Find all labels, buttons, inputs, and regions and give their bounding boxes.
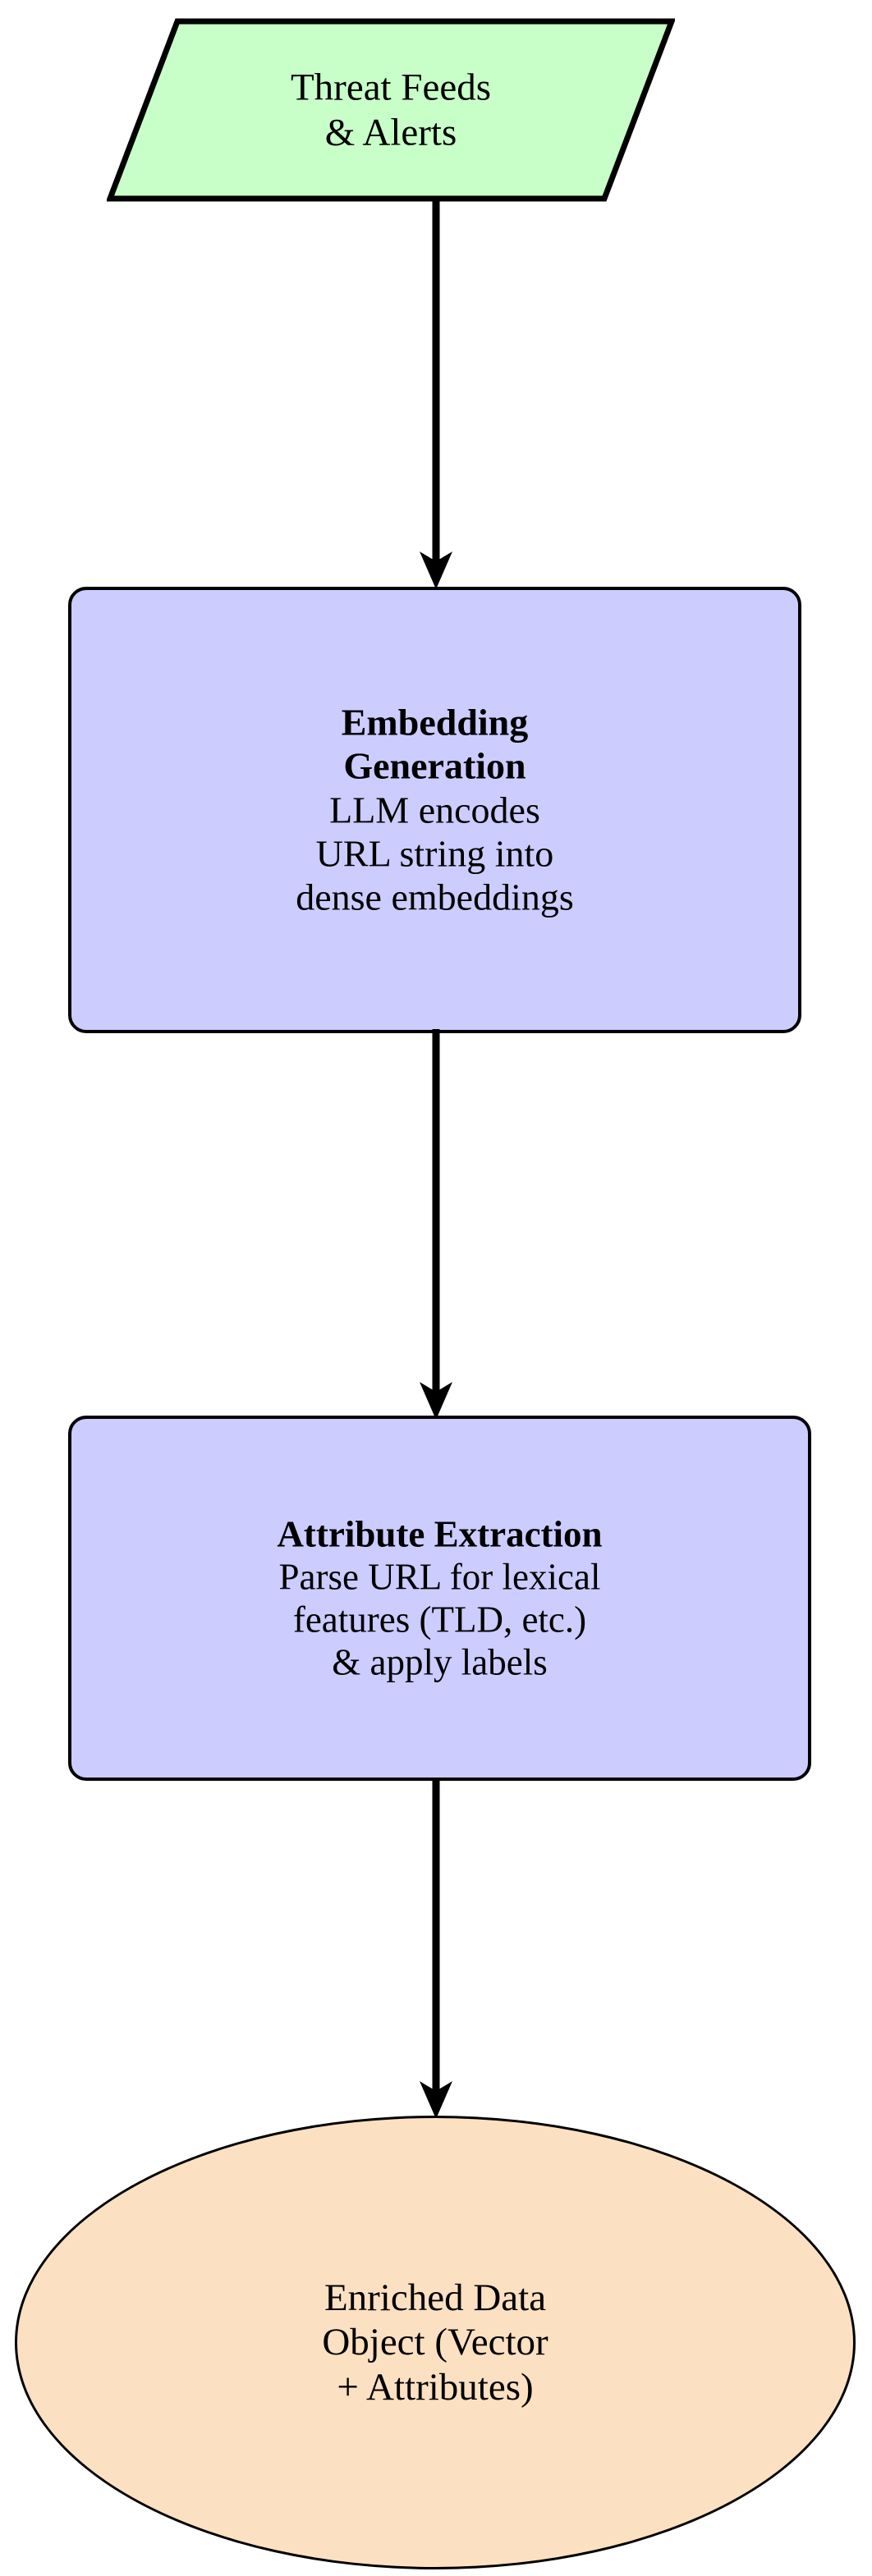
node-embedding-generation-body-line2: URL string into: [315, 832, 554, 875]
arrow-down-icon: [420, 197, 452, 589]
node-embedding-generation-text: Embedding Generation LLM encodes URL str…: [71, 701, 798, 920]
node-enriched-data-object-line3: + Attributes): [337, 2365, 534, 2409]
arrow-down-icon: [420, 1029, 452, 1420]
node-attribute-extraction[interactable]: Attribute Extraction Parse URL for lexic…: [68, 1416, 811, 1781]
node-attribute-extraction-body-line2: features (TLD, etc.): [292, 1599, 587, 1640]
node-enriched-data-object[interactable]: Enriched Data Object (Vector + Attribute…: [15, 2116, 856, 2569]
parallelogram-shape: [107, 18, 675, 202]
node-attribute-extraction-body-line3: & apply labels: [332, 1641, 548, 1683]
node-attribute-extraction-text: Attribute Extraction Parse URL for lexic…: [71, 1512, 808, 1684]
edge-embedding-to-attribute: [383, 1029, 489, 1421]
node-embedding-generation-body-line1: LLM encodes: [329, 789, 540, 831]
edge-source-to-embedding: [383, 197, 489, 591]
node-enriched-data-object-text: Enriched Data Object (Vector + Attribute…: [116, 2276, 755, 2410]
node-enriched-data-object-line2: Object (Vector: [322, 2321, 548, 2364]
node-attribute-extraction-title: Attribute Extraction: [277, 1513, 603, 1555]
edge-attribute-to-output: [383, 1778, 489, 2121]
node-embedding-generation-body-line3: dense embeddings: [296, 876, 574, 919]
arrow-down-icon: [420, 1778, 452, 2119]
node-attribute-extraction-body-line1: Parse URL for lexical: [278, 1556, 601, 1598]
node-enriched-data-object-line1: Enriched Data: [324, 2276, 547, 2319]
node-embedding-generation-title-line2: Generation: [343, 744, 526, 787]
node-embedding-generation[interactable]: Embedding Generation LLM encodes URL str…: [68, 587, 801, 1033]
node-threat-feeds[interactable]: Threat Feeds & Alerts: [107, 18, 675, 202]
node-embedding-generation-title-line1: Embedding: [341, 701, 529, 744]
